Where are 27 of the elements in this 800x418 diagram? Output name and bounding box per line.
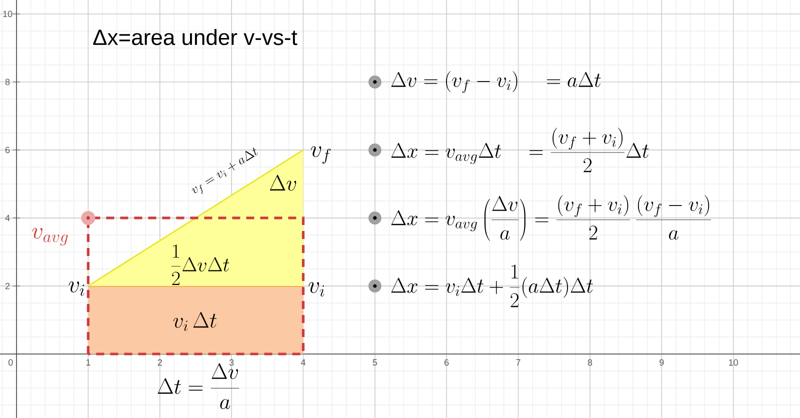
tick-label: 0 [8, 359, 13, 366]
tick-label: 5 [372, 359, 378, 366]
tick-label: 8 [588, 359, 592, 366]
formula-label: $v_f=v_i+a\Delta t$ [192, 148, 258, 194]
tick-label: 2 [5, 282, 10, 290]
tick-label: 10 [729, 359, 738, 366]
formula-label: $v_f$ [310, 146, 331, 164]
tick-label: 9 [660, 359, 664, 366]
tick-label: 4 [300, 359, 306, 366]
formula-label: $\Delta x=v_{avg}\left(\frac{\Delta v}{a}\right)=\frac{(v_f+v_i)}{2}\,\frac{(v_f-v_i)}{a}$ [391, 195, 712, 241]
tick-label: 10 [3, 10, 12, 18]
tick-label: 6 [444, 359, 449, 366]
formula-label: $v_{avg}$ [32, 228, 68, 246]
formula-label: $\Delta v$ [270, 174, 296, 191]
formula-label: $v_i\,\Delta t$ [173, 312, 217, 332]
formula-label: $\frac{1}{2}\Delta v\Delta t$ [171, 244, 230, 286]
formula-label: $\Delta x=v_i\Delta t+\frac{1}{2}(a\Delta t)\Delta t$ [391, 264, 593, 308]
formula-label: $v_i$ [68, 282, 84, 296]
tick-label: 6 [5, 146, 10, 154]
formula-label: $v_i$ [308, 282, 324, 297]
tick-label: 4 [5, 214, 10, 222]
tick-label: 8 [5, 78, 10, 86]
tick-label: 7 [516, 359, 520, 366]
formula-label: $\Delta x=v_{avg}\Delta t\quad=\frac{(v_f+v_i)}{2}\Delta t$ [391, 128, 649, 172]
title: Δx=area under v-vs-t [93, 29, 298, 46]
tick-label: 1 [86, 359, 90, 366]
formula-label: $\Delta v=(v_f-v_i)\quad=a\Delta t$ [391, 71, 601, 93]
